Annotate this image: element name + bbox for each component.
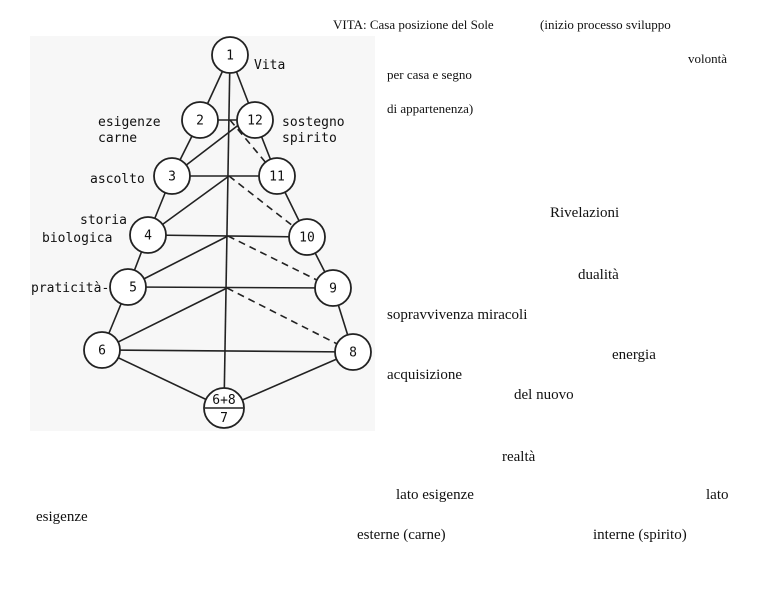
text-volonta: volontà xyxy=(688,51,727,66)
edge-dash-9 xyxy=(227,235,334,289)
node-8-label: 8 xyxy=(349,346,357,361)
node-2-label: 2 xyxy=(196,114,204,129)
node-5: 5 xyxy=(109,268,147,306)
node-6-label: 6 xyxy=(98,344,106,359)
label-biologica: biologica xyxy=(42,231,112,246)
node-2: 2 xyxy=(181,101,219,139)
node-12-label: 12 xyxy=(247,114,263,129)
text-rivelazioni: Rivelazioni xyxy=(550,205,620,221)
label-esigenze: esigenze xyxy=(98,115,161,130)
node-1: 1 xyxy=(211,36,249,74)
edge-8-7 xyxy=(223,351,354,409)
edge-5-9 xyxy=(127,286,334,289)
node-10: 10 xyxy=(288,218,326,256)
label-carne: carne xyxy=(98,131,137,146)
text-dualita: dualità xyxy=(578,267,619,283)
label-vita: Vita xyxy=(254,58,285,73)
text-acquisizione: acquisizione xyxy=(387,367,462,383)
node-4-label: 4 xyxy=(144,229,152,244)
node-11-label: 11 xyxy=(269,170,285,185)
node-9-label: 9 xyxy=(329,282,337,297)
header-line: VITA: Casa posizione del Sole xyxy=(333,17,494,32)
node-3-label: 3 xyxy=(168,170,176,185)
text-interne: interne (spirito) xyxy=(593,527,687,543)
text-del-nuovo: del nuovo xyxy=(514,387,574,403)
tree-of-houses-diagram: 1 2 12 3 11 4 10 5 xyxy=(31,36,372,429)
text-per-casa: per casa e segno xyxy=(387,67,472,82)
text-di-appartenenza: di appartenenza) xyxy=(387,101,474,116)
diagram-nodes: 1 2 12 3 11 4 10 5 xyxy=(83,36,372,429)
edge-6-7 xyxy=(101,349,225,409)
node-7-label: 7 xyxy=(220,411,228,426)
node-4: 4 xyxy=(129,216,167,254)
label-sostegno: sostegno xyxy=(282,115,345,130)
edge-axis xyxy=(223,54,231,409)
text-sopravvivenza: sopravvivenza miracoli xyxy=(387,307,528,323)
label-storia: storia xyxy=(80,213,127,228)
node-1-label: 1 xyxy=(226,49,234,64)
node-10-label: 10 xyxy=(299,231,315,246)
node-8: 8 xyxy=(334,333,372,371)
node-9: 9 xyxy=(314,269,352,307)
edge-6-8 xyxy=(101,349,354,353)
header-paren: (inizio processo sviluppo xyxy=(540,17,671,32)
diagram-side-labels: Vita esigenze carne sostegno spirito asc… xyxy=(31,58,345,296)
text-lato: lato xyxy=(706,487,729,503)
text-lato-esigenze: lato esigenze xyxy=(396,487,474,503)
label-spirito: spirito xyxy=(282,131,337,146)
node-6: 6 xyxy=(83,331,121,369)
node-7-top-label: 6+8 xyxy=(212,393,235,408)
text-esterne: esterne (carne) xyxy=(357,527,446,543)
text-realta: realtà xyxy=(502,449,536,465)
text-energia: energia xyxy=(612,347,656,363)
text-esigenze: esigenze xyxy=(36,509,88,525)
node-7: 6+8 7 xyxy=(203,387,245,429)
edge-diag-6 xyxy=(101,287,228,351)
edge-dash-10 xyxy=(228,175,308,238)
node-3: 3 xyxy=(153,157,191,195)
node-5-label: 5 xyxy=(129,281,137,296)
label-ascolto: ascolto xyxy=(90,172,145,187)
node-11: 11 xyxy=(258,157,296,195)
node-12: 12 xyxy=(236,101,274,139)
label-praticita: praticità- xyxy=(31,281,109,296)
